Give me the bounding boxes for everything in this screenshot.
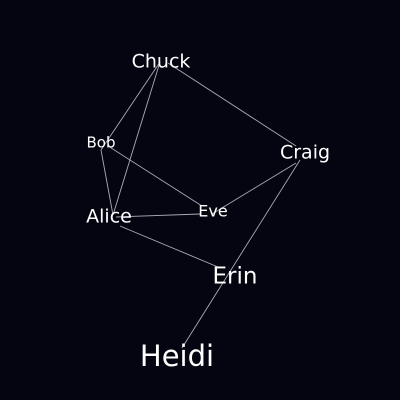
node-erin: Erin [213,264,258,290]
edge-bob-alice [100,149,114,216]
node-craig: Craig [280,142,330,164]
node-eve: Eve [198,202,227,221]
edge-chuck-craig [167,62,297,147]
node-alice: Alice [86,206,132,228]
nodes-layer: Chuck Bob Craig Alice Eve Erin Heidi [86,51,330,374]
edge-alice-erin [119,225,219,268]
node-heidi: Heidi [140,339,214,373]
edge-bob-eve [107,145,203,207]
node-bob: Bob [87,134,116,152]
edge-chuck-bob [100,61,161,151]
edge-eve-craig [211,162,297,215]
node-chuck: Chuck [132,51,191,73]
edge-chuck-alice [112,61,161,216]
edge-alice-eve [115,213,201,218]
edges-layer [100,61,301,349]
edge-craig-heidi [181,159,301,349]
